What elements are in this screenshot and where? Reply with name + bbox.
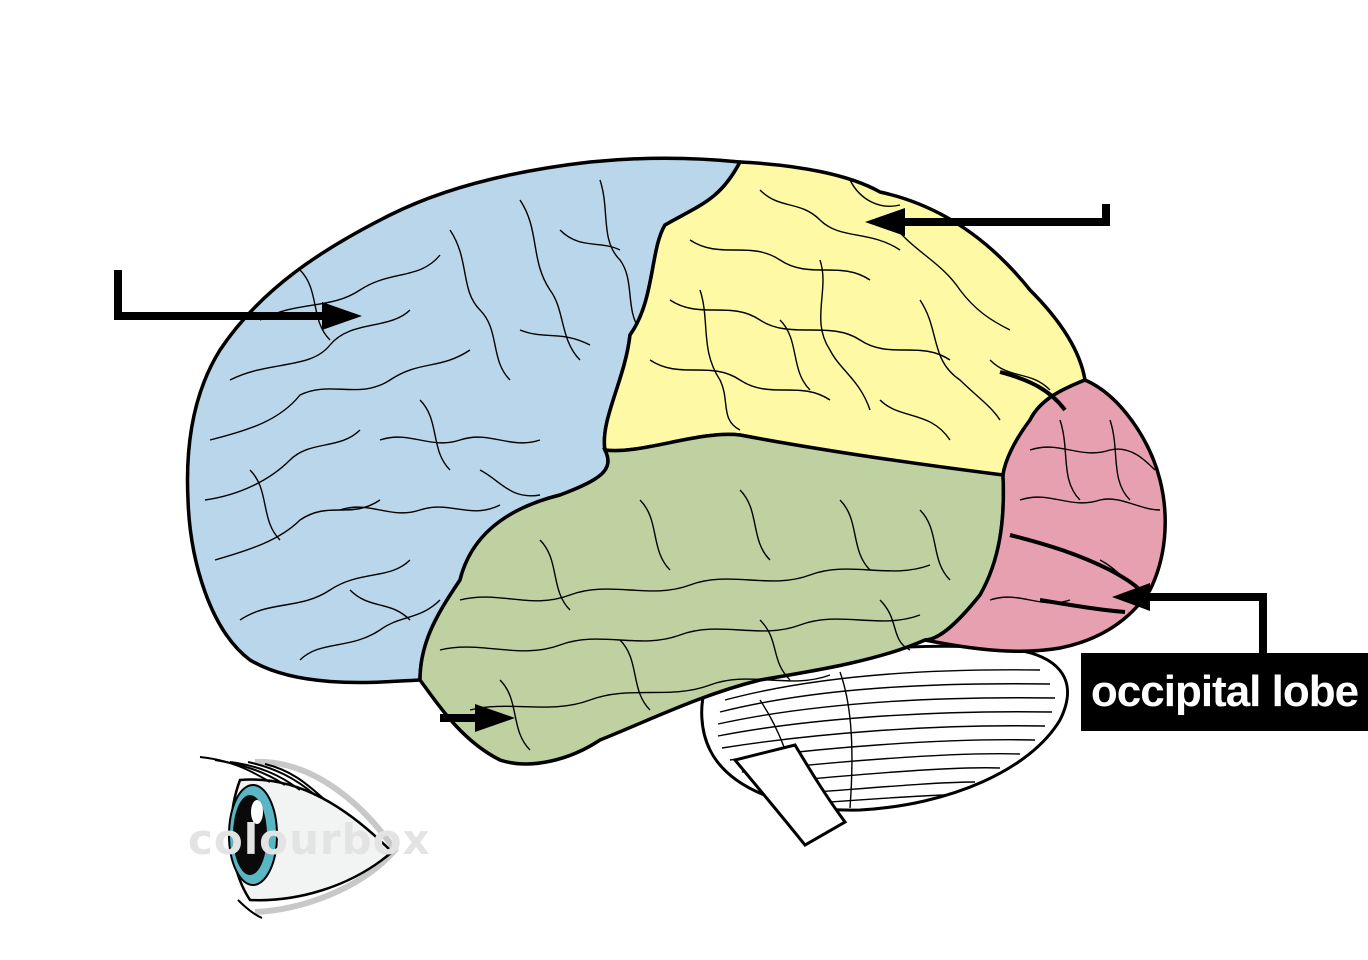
frontal-pointer [114, 270, 362, 330]
parietal-pointer [865, 204, 1110, 236]
temporal-pointer [440, 704, 515, 732]
occipital-pointer [1112, 583, 1267, 654]
eye-icon [199, 756, 399, 919]
temporal-lobe [418, 432, 1006, 766]
watermark: colourbox [188, 815, 431, 864]
occipital-lobe [924, 370, 1167, 654]
brain-stem [732, 743, 848, 847]
occipital-lobe-label: occipital lobe [1081, 653, 1368, 731]
occipital-lobe-label-text: occipital lobe [1090, 667, 1359, 716]
